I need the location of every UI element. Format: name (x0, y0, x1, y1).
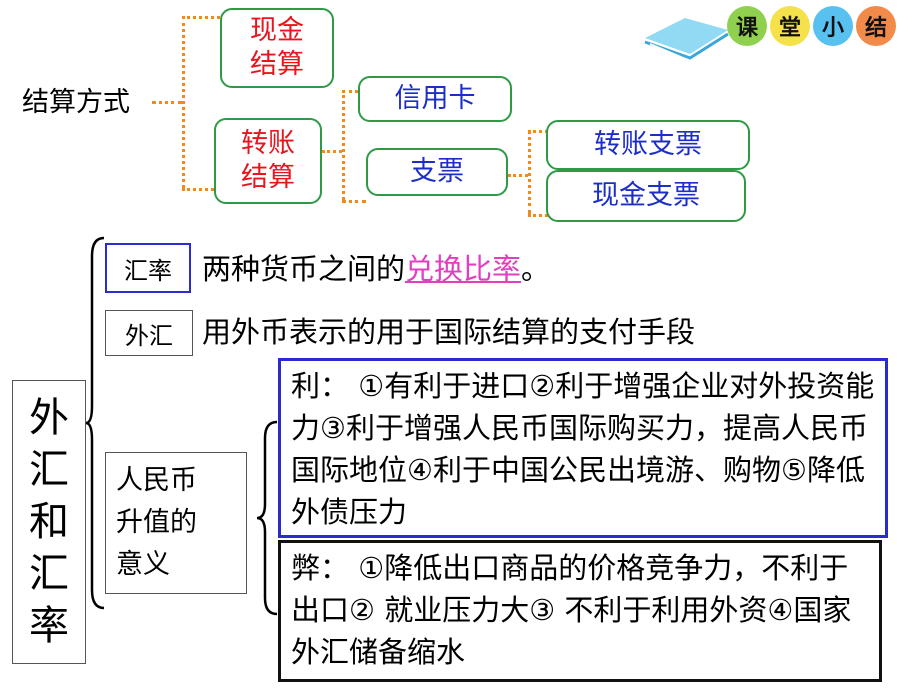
rmb-appreciation-box: 人民币 升值的 意义 (105, 452, 247, 594)
forex-title-char: 外 (29, 395, 69, 441)
forex-title-char: 和 (29, 499, 69, 545)
connector (528, 214, 548, 217)
cash-cheque-box: 现金支票 (546, 170, 746, 222)
cons-box: 弊： ①降低出口商品的价格竞争力，不利于出口② 就业压力大③ 不利于利用外资④国… (278, 540, 882, 682)
connector (342, 90, 345, 200)
forex-title-box: 外 汇 和 汇 率 (12, 380, 86, 664)
rate-def-prefix: 两种货币之间的 (202, 252, 406, 286)
connector (508, 174, 528, 177)
rate-definition: 两种货币之间的兑换比率。 (202, 250, 550, 288)
connector (182, 188, 214, 191)
connector (182, 16, 185, 188)
forex-title-char: 汇 (29, 551, 69, 597)
connector (152, 101, 182, 104)
pros-box: 利： ①有利于进口②利于增强企业对外投资能力③利于增强人民币国际购买力，提高人民… (278, 358, 888, 538)
badge-char-1: 课 (727, 6, 767, 46)
left-brace (85, 236, 105, 610)
right-brace (256, 420, 278, 616)
credit-card-box: 信用卡 (358, 76, 512, 122)
fx-definition: 用外币表示的用于国际结算的支付手段 (202, 315, 696, 349)
cheque-box: 支票 (366, 148, 508, 196)
badge-char-3: 小 (813, 6, 853, 46)
connector (182, 16, 220, 19)
connector (528, 130, 531, 214)
transfer-cheque-box: 转账支票 (546, 120, 750, 170)
connector (322, 150, 342, 153)
settlement-root-label: 结算方式 (22, 87, 130, 118)
rate-def-link: 兑换比率 (405, 252, 522, 286)
cash-settlement-box: 现金 结算 (220, 8, 334, 88)
forex-title-char: 率 (29, 603, 69, 649)
fx-label-box: 外汇 (105, 310, 193, 356)
book-icon (644, 18, 729, 61)
connector (342, 200, 366, 203)
forex-title-char: 汇 (29, 447, 69, 493)
transfer-settlement-box: 转账 结算 (214, 118, 322, 204)
badge-char-2: 堂 (770, 6, 810, 46)
rate-label-box: 汇率 (105, 243, 191, 293)
connector (342, 90, 358, 93)
badge-char-4: 结 (856, 6, 896, 46)
connector (528, 130, 548, 133)
rate-def-suffix: 。 (521, 252, 551, 286)
